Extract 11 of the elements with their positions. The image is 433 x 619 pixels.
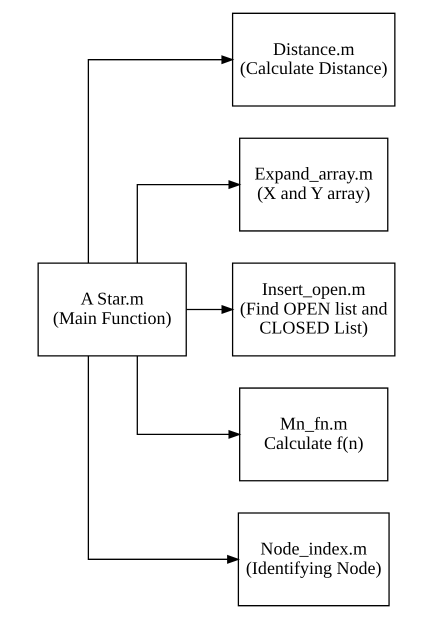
arrow	[88, 55, 234, 264]
arrow	[186, 304, 234, 314]
node-box: Distance.m (Calculate Distance)	[232, 12, 396, 107]
arrow	[136, 180, 242, 263]
node-box: A Star.m (Main Function)	[38, 262, 187, 356]
node-box: Mn_fn.m Calculate f(n)	[239, 387, 388, 482]
node-box: Insert_open.m (Find OPEN list and CLOSED List)	[232, 262, 396, 356]
node-box: Node_index.m (Identifying Node)	[238, 512, 390, 606]
arrow	[88, 356, 240, 564]
arrow	[136, 356, 242, 439]
node-box: Expand_array.m (X and Y array)	[239, 138, 388, 232]
